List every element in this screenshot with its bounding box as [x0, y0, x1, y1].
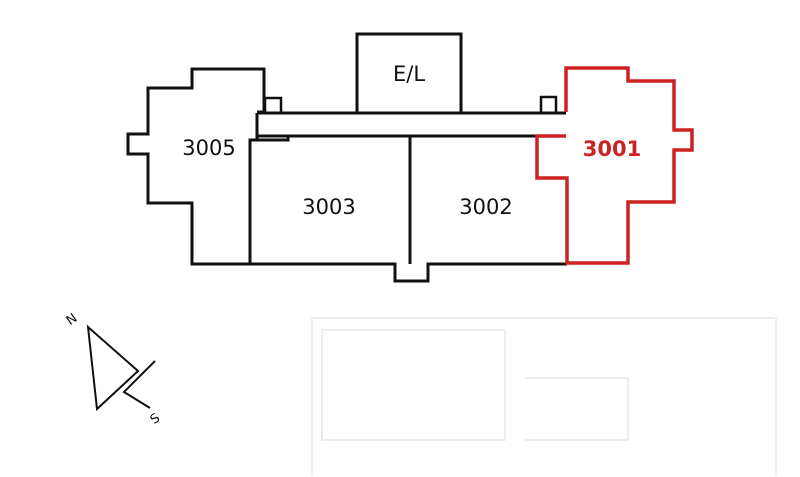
- unit-3002-label: 3002: [459, 195, 512, 219]
- elevator-label: E/L: [393, 62, 425, 86]
- compass-south: S: [148, 411, 163, 428]
- compass: N S: [64, 311, 163, 428]
- unit-3003[interactable]: 3003: [250, 136, 567, 283]
- faint-background-plan: [311, 317, 777, 475]
- unit-3005-label: 3005: [182, 136, 235, 160]
- unit-3001-label: 3001: [583, 137, 641, 161]
- corridor: [255, 95, 566, 138]
- unit-3005[interactable]: 3005: [126, 67, 266, 266]
- unit-3001-highlighted[interactable]: 3001: [535, 66, 694, 265]
- elevator-room[interactable]: E/L: [355, 32, 463, 112]
- unit-3002[interactable]: 3002: [459, 195, 512, 219]
- compass-north: N: [64, 311, 81, 329]
- unit-3003-label: 3003: [302, 195, 355, 219]
